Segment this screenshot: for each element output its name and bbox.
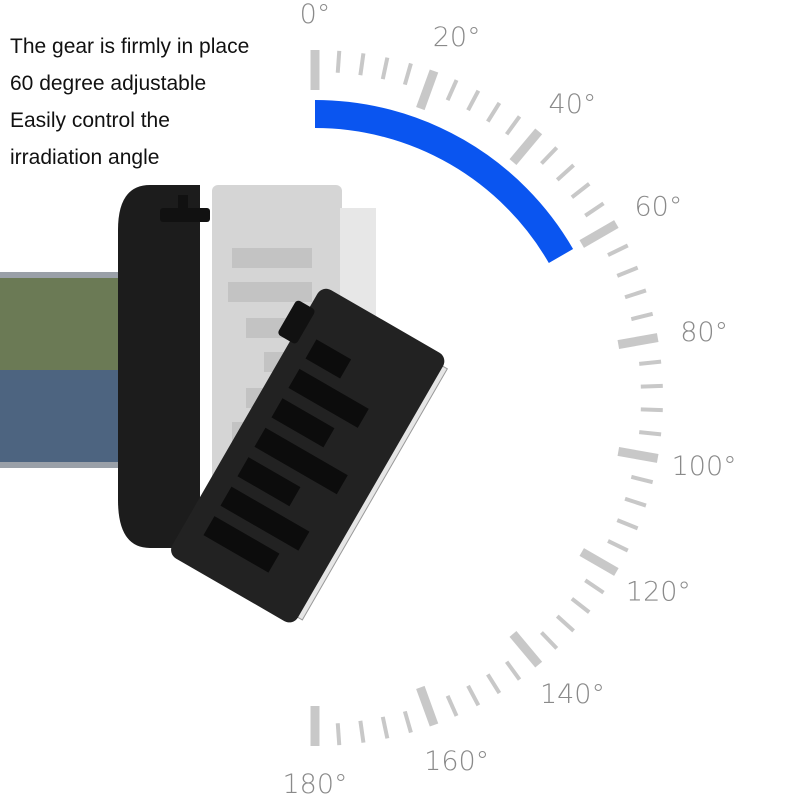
minor-tick: [607, 539, 629, 553]
dial-label-140: 140°: [540, 679, 605, 710]
minor-tick: [640, 383, 663, 389]
dial-label-0: 0°: [300, 0, 331, 30]
minor-tick: [570, 597, 591, 614]
major-tick: [509, 128, 543, 165]
lamp-grille: [203, 339, 369, 573]
dial-label-120: 120°: [626, 577, 691, 608]
clip-post: [178, 195, 188, 215]
adjustable-range-arc: [314, 100, 574, 264]
minor-tick: [584, 201, 605, 218]
minor-tick: [335, 50, 342, 73]
minor-tick: [570, 182, 591, 199]
major-tick: [579, 220, 619, 248]
minor-tick: [486, 673, 502, 695]
minor-tick: [504, 660, 522, 681]
minor-tick: [540, 631, 559, 650]
major-tick: [416, 69, 439, 111]
minor-tick: [380, 716, 390, 739]
minor-tick: [358, 53, 366, 76]
rotated-lamp-body: [171, 288, 449, 623]
minor-tick: [445, 79, 459, 101]
major-tick: [509, 631, 543, 668]
major-tick: [617, 333, 659, 349]
dial-label-180: 180°: [282, 769, 347, 800]
minor-tick: [555, 163, 575, 182]
minor-tick: [630, 474, 654, 485]
minor-tick: [624, 496, 647, 508]
caption-line: Easily control the: [10, 109, 170, 132]
minor-tick: [540, 146, 559, 165]
minor-tick: [380, 57, 390, 80]
feature-caption: The gear is firmly in place 60 degree ad…: [10, 28, 249, 176]
caption-line: 60 degree adjustable: [10, 72, 207, 95]
minor-tick: [640, 407, 663, 413]
dial-label-100: 100°: [672, 451, 737, 482]
minor-tick: [358, 720, 366, 743]
strap-edge: [0, 272, 160, 278]
minor-tick: [607, 243, 629, 257]
headband-clip: [118, 185, 200, 548]
strap-edge: [0, 462, 160, 468]
minor-tick: [616, 518, 639, 531]
dial-label-60: 60°: [634, 192, 682, 223]
minor-tick: [445, 695, 459, 717]
caption-line: The gear is firmly in place: [10, 35, 250, 58]
minor-tick: [402, 62, 413, 86]
minor-tick: [466, 89, 481, 112]
dial-label-20: 20°: [433, 22, 481, 53]
caption-line: irradiation angle: [10, 146, 160, 169]
dial-label-160: 160°: [424, 746, 489, 777]
major-tick: [416, 685, 439, 727]
dial-label-80: 80°: [680, 317, 728, 348]
lamp-button: [278, 300, 315, 344]
minor-tick: [624, 288, 647, 300]
minor-tick: [402, 710, 413, 734]
major-tick: [579, 548, 619, 576]
minor-tick: [630, 311, 654, 322]
minor-tick: [584, 578, 605, 595]
minor-tick: [504, 115, 522, 136]
minor-tick: [466, 684, 481, 707]
headlamp-illustration: [0, 185, 449, 623]
major-tick: [617, 447, 659, 463]
minor-tick: [486, 101, 502, 123]
minor-tick: [616, 265, 639, 278]
minor-tick: [639, 359, 662, 366]
minor-tick: [335, 723, 342, 746]
dial-label-40: 40°: [549, 89, 597, 120]
minor-tick: [555, 614, 575, 633]
dial-ticks: [310, 50, 663, 746]
dial-labels: 0° 20° 40° 60° 80° 100° 120° 140° 160° 1…: [282, 0, 736, 800]
minor-tick: [639, 430, 662, 437]
